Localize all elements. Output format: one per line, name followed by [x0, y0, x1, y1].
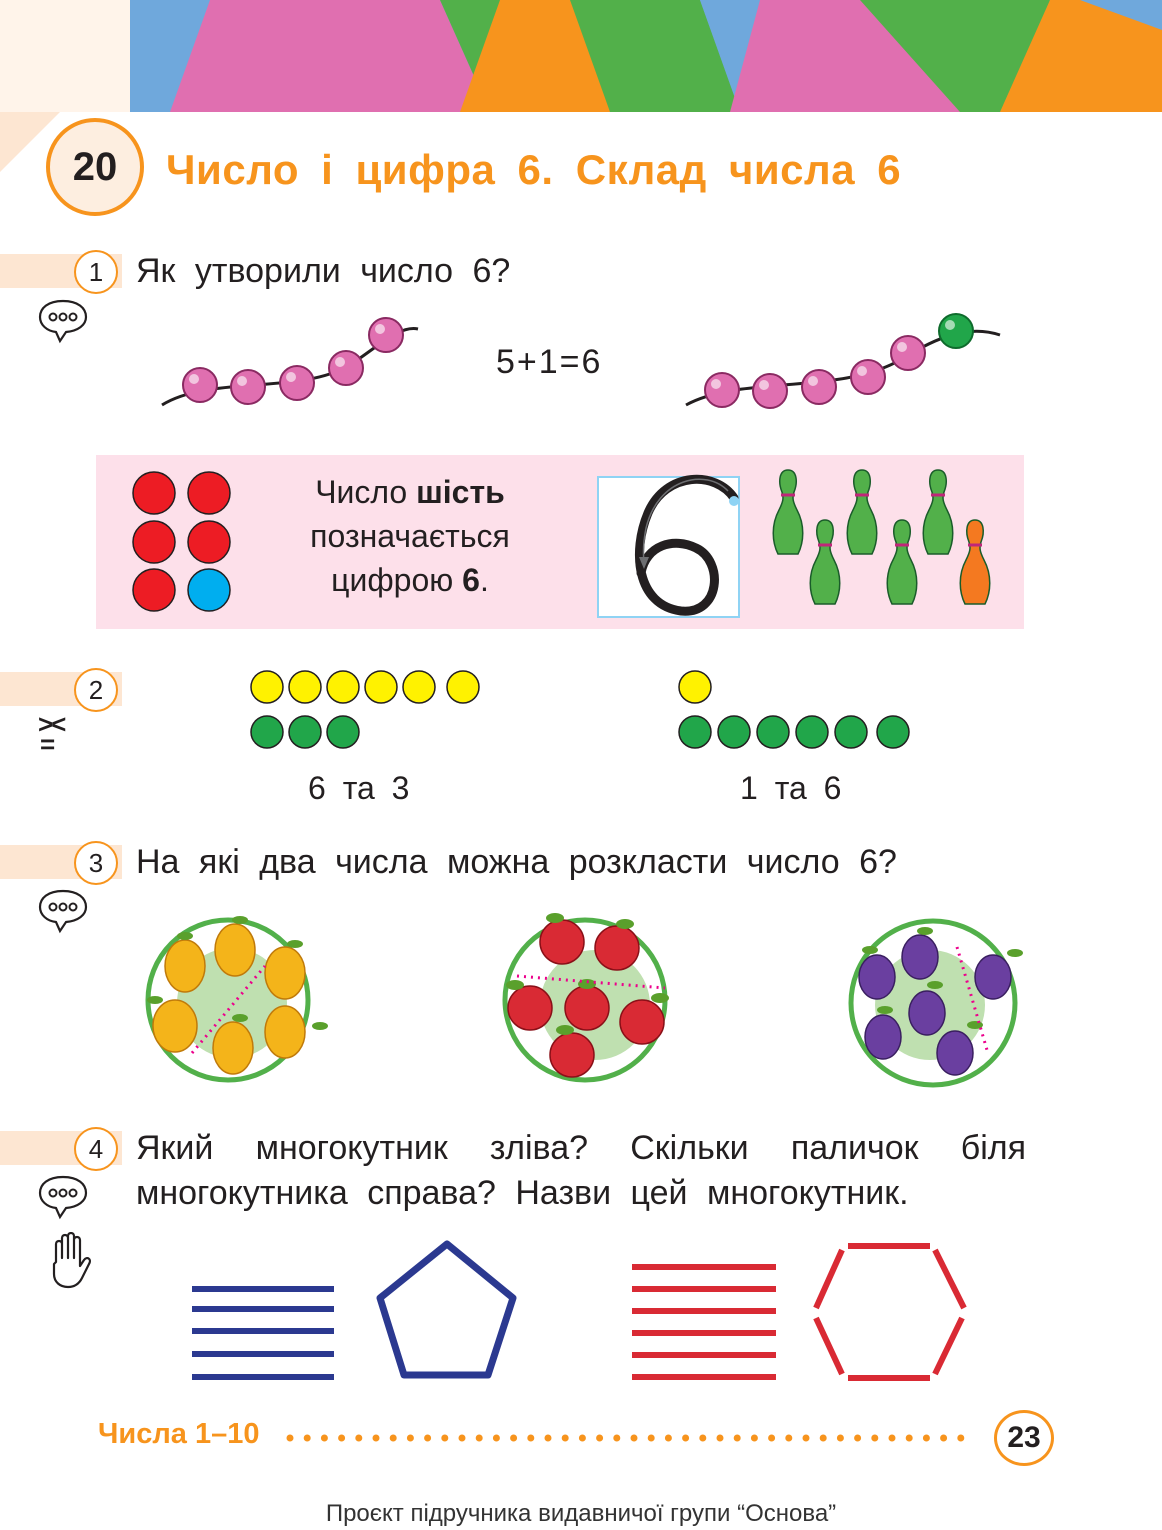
compare-signs-icon: >< =: [38, 709, 66, 759]
publisher-credit: Проєкт підручника видавничої групи “Осно…: [325, 1500, 837, 1527]
lesson-title: Число і цифра 6. Склад числа 6: [166, 146, 902, 193]
green-bead: [938, 313, 974, 349]
lesson-number: 20: [46, 118, 144, 216]
banner-stripe: [170, 0, 490, 112]
pair-1-and-6: 1 та 6: [740, 770, 842, 806]
speech-bubble-icon: [38, 889, 88, 934]
task-4-line1: Який многокутник зліва? Скільки паличок …: [136, 1129, 1026, 1167]
info-prefix: Число: [315, 474, 408, 510]
blue-sticks-and-pentagon: [192, 1240, 517, 1380]
task-4-number: 4: [74, 1127, 118, 1171]
speech-bubble-icon: [38, 299, 88, 344]
speech-bubble-icon: [38, 1175, 88, 1220]
dots-6-and-3: [250, 670, 480, 749]
bowling-pins: [772, 469, 991, 605]
bead-string-5: [161, 317, 419, 407]
task-4-line2: многокутника справа? Назви цей многокутн…: [136, 1174, 909, 1212]
equation-5-plus-1: 5+1=6: [496, 343, 603, 381]
task-3-text: На які два числа можна розкласти число 6…: [136, 843, 897, 881]
six-dots: [132, 471, 231, 612]
apples-plate: [502, 913, 669, 1083]
header-banner: [0, 0, 1162, 112]
dots-1-and-6: [678, 670, 910, 749]
task-1-text: Як утворили число 6?: [136, 252, 511, 290]
info-line2: позначається: [310, 518, 510, 554]
info-line3-suffix: .: [479, 562, 489, 598]
pair-6-and-3: 6 та 3: [308, 770, 410, 806]
footer-section-label: Числа 1–10: [98, 1418, 260, 1450]
digit-six-writing-guide: [597, 474, 740, 618]
pears-plate: [145, 916, 328, 1083]
task-1-number: 1: [74, 250, 118, 294]
info-digit: 6: [462, 562, 480, 598]
page-corner-fold: [0, 112, 60, 172]
hand-icon: [52, 1232, 92, 1289]
info-line3-prefix: цифрою: [331, 562, 454, 598]
task-3-number: 3: [74, 841, 118, 885]
info-text: Число шість позначається цифрою 6.: [270, 470, 550, 602]
red-sticks-and-hexagon: [632, 1243, 967, 1381]
info-bold-word: шість: [416, 474, 505, 510]
page-number: 23: [994, 1410, 1054, 1466]
plums-plate: [848, 918, 1023, 1088]
task-2-number: 2: [74, 668, 118, 712]
footer-dotted-line: [286, 1434, 982, 1442]
bead-string-6: [685, 313, 1001, 409]
